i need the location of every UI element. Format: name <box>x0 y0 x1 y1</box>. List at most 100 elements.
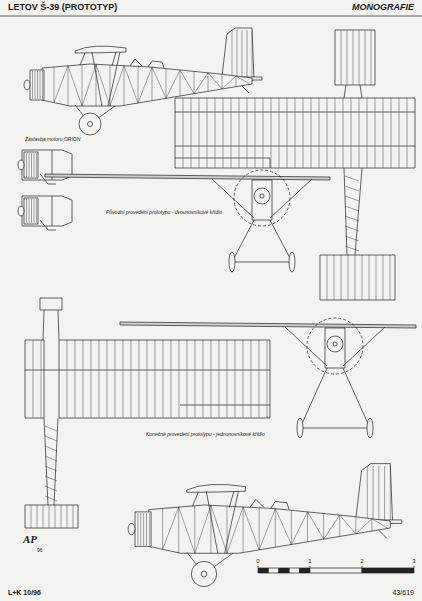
cooling-fin <box>140 513 141 545</box>
cooling-fin <box>31 153 32 177</box>
truss-post <box>243 507 244 553</box>
rib-line <box>179 340 180 418</box>
cabane-strut <box>80 53 85 65</box>
engine-cylinder <box>135 512 151 547</box>
rib-line <box>219 340 220 418</box>
rib-line <box>232 30 233 78</box>
cabane-strut <box>112 52 116 66</box>
truss-diagonal <box>82 64 96 106</box>
view-caption: Konečné provedení prototypu - jednonosní… <box>145 432 266 438</box>
rib-line <box>231 98 232 168</box>
scale-segment <box>279 568 289 573</box>
wing-strut <box>108 52 120 106</box>
rib-line <box>123 340 124 418</box>
fuselage-plan <box>54 418 58 505</box>
axle <box>232 262 292 263</box>
rib-line <box>311 98 312 168</box>
author-year: 96 <box>36 548 44 554</box>
headrest <box>148 61 164 68</box>
propeller-spinner <box>18 160 24 170</box>
truss-diagonal <box>345 236 359 241</box>
wheel <box>289 252 295 272</box>
cooling-fin <box>26 199 27 223</box>
header-rule <box>0 16 422 17</box>
rib-line <box>267 340 268 418</box>
fuselage-front <box>252 180 272 220</box>
truss-post <box>124 66 125 106</box>
rib-line <box>353 30 354 85</box>
rib-line <box>371 30 372 85</box>
truss-diagonal <box>345 196 359 201</box>
truss-post <box>180 70 181 96</box>
scale-number: 1 <box>307 558 312 565</box>
author-monogram: AP <box>22 533 38 545</box>
rib-line <box>390 255 391 300</box>
truss-post <box>68 66 69 106</box>
rib-line <box>347 30 348 85</box>
rib-line <box>399 98 400 168</box>
truss-post <box>236 76 237 87</box>
truss-diagonal <box>345 216 359 221</box>
fuselage-plan <box>58 310 59 340</box>
truss-diagonal <box>345 186 359 191</box>
cooling-fin <box>42 71 43 99</box>
cooling-fin <box>32 71 33 99</box>
wheel <box>367 418 373 438</box>
rib-line <box>341 255 342 300</box>
truss-diagonal <box>54 66 68 103</box>
spinner-front <box>333 342 337 346</box>
truss-diagonal <box>163 507 179 549</box>
cooling-fin <box>29 199 30 223</box>
wing-strut <box>270 179 312 218</box>
rib-line <box>327 98 328 168</box>
rib-line <box>287 98 288 168</box>
rear-spar <box>175 146 415 147</box>
rib-line <box>247 30 248 78</box>
truss-diagonal <box>356 519 372 534</box>
rib-line <box>41 340 42 418</box>
view-caption: Zástavba motoru ORION <box>24 137 81 143</box>
cooling-fin <box>146 513 147 545</box>
rib-line <box>407 98 408 168</box>
plan-view <box>175 30 415 300</box>
propeller-spinner <box>24 80 30 90</box>
tailplane-plan <box>25 505 78 528</box>
windshield <box>130 59 142 66</box>
truss-diagonal <box>124 66 138 103</box>
rib-line <box>75 340 76 418</box>
scale-tick <box>310 566 311 568</box>
rib-line <box>351 98 352 168</box>
wing-front <box>45 174 330 180</box>
truss-post <box>194 71 195 93</box>
rib-line <box>183 98 184 168</box>
truss-diagonal <box>180 70 194 94</box>
truss-post <box>54 67 55 103</box>
rib-line <box>55 505 56 528</box>
rib-line <box>255 98 256 168</box>
rib-line <box>359 98 360 168</box>
cooling-fin <box>36 199 37 223</box>
truss-diagonal <box>259 509 275 550</box>
cooling-fin <box>40 71 41 99</box>
truss-diagonal <box>372 519 388 529</box>
rib-line <box>327 255 328 300</box>
rib-line <box>343 98 344 168</box>
truss-post <box>178 507 179 553</box>
truss-post <box>152 67 153 100</box>
wing-strut <box>285 327 327 366</box>
wing-section <box>75 46 126 53</box>
engine-cylinder <box>30 70 44 100</box>
rib-line <box>61 505 62 528</box>
tail-fin <box>222 28 254 80</box>
scale-segment <box>300 568 310 573</box>
main-spar <box>25 370 270 371</box>
engine-cylinder <box>24 198 38 224</box>
headrest <box>271 502 289 510</box>
fuselage-plan <box>360 85 362 98</box>
section-heading: MONOGRAFIE <box>351 3 415 13</box>
tail-fin <box>356 464 393 524</box>
wheel <box>297 418 303 438</box>
truss-post <box>323 514 324 540</box>
fuselage-plan <box>44 418 48 505</box>
truss-diagonal <box>195 505 211 553</box>
